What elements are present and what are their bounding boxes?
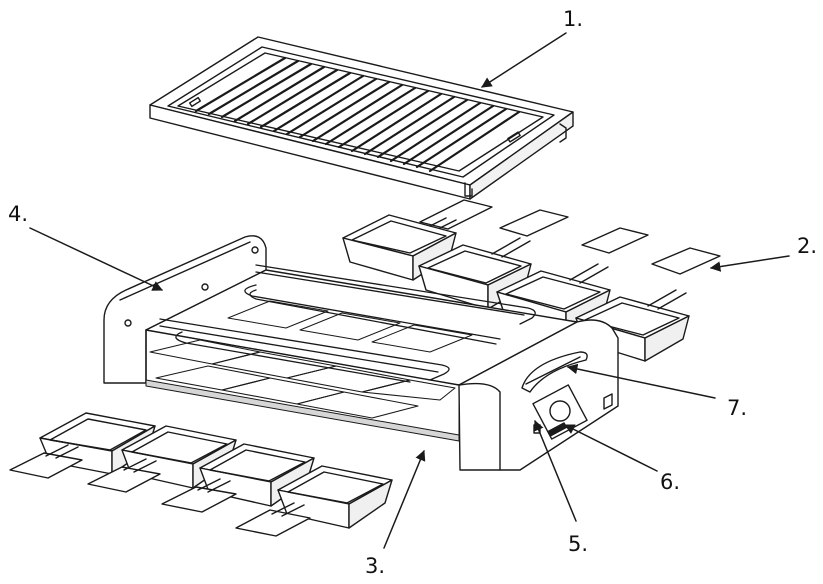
front-raclette-pans bbox=[9, 412, 393, 537]
callout-1: 1. bbox=[563, 7, 584, 31]
callout-3: 3. bbox=[365, 554, 386, 578]
leader-3 bbox=[383, 450, 426, 549]
heating-element bbox=[159, 264, 536, 383]
callout-5: 5. bbox=[568, 532, 589, 556]
callout-7: 7. bbox=[727, 396, 748, 420]
leader-5 bbox=[533, 420, 577, 522]
callout-2: 2. bbox=[797, 234, 818, 258]
callout-6: 6. bbox=[660, 470, 681, 494]
base-unit bbox=[103, 235, 619, 471]
leader-7 bbox=[566, 363, 716, 399]
leader-6 bbox=[564, 424, 658, 472]
leader-lines bbox=[29, 32, 790, 549]
pan-compartments bbox=[149, 339, 456, 419]
leader-4 bbox=[29, 227, 163, 291]
leader-1 bbox=[481, 32, 567, 88]
grill-plate bbox=[149, 36, 574, 200]
grill-ribs bbox=[194, 56, 521, 173]
pan-slots-top bbox=[227, 300, 473, 353]
callout-4: 4. bbox=[8, 202, 29, 226]
leader-2 bbox=[709, 255, 790, 272]
